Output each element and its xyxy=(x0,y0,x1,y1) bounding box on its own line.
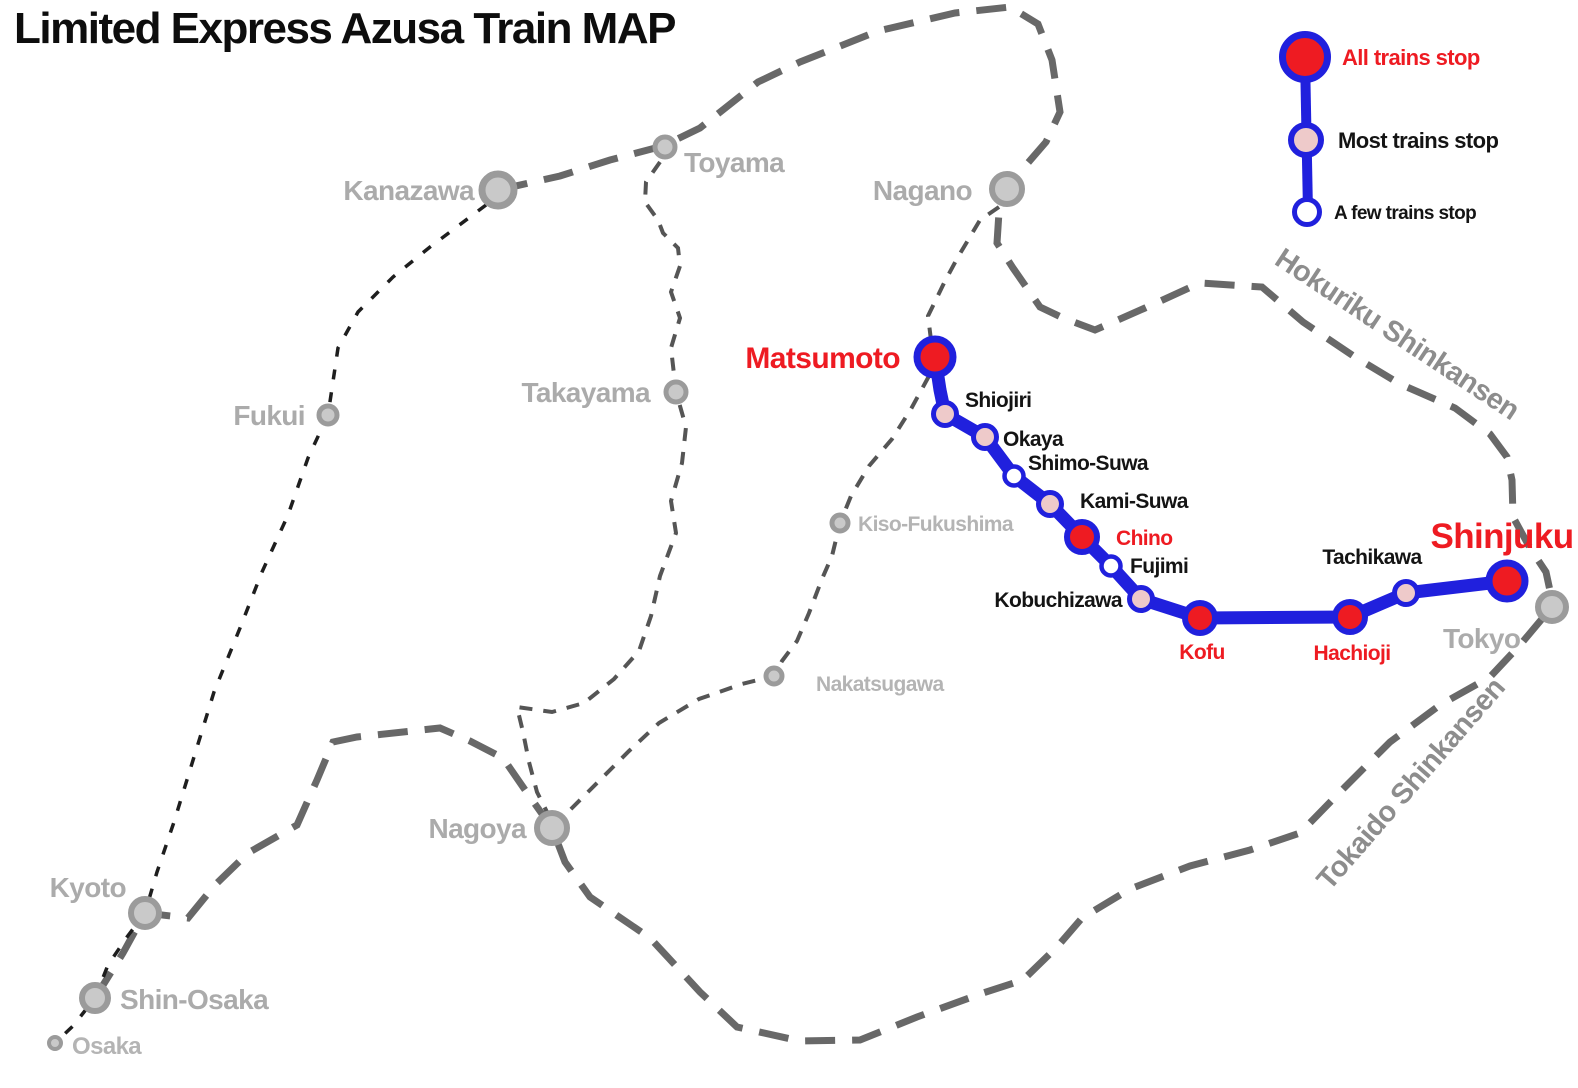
station-kobuchizawa xyxy=(1127,585,1155,613)
label-kyoto: Kyoto xyxy=(50,872,127,903)
label-kami-suwa: Kami-Suwa xyxy=(1080,490,1189,513)
city-fukui xyxy=(316,403,340,427)
label-takayama: Takayama xyxy=(521,377,651,408)
label-toyama: Toyama xyxy=(684,147,785,178)
city-kanazawa xyxy=(478,170,518,210)
legend-few-trains-label: A few trains stop xyxy=(1334,203,1476,224)
label-chino: Chino xyxy=(1116,527,1172,550)
label-kofu: Kofu xyxy=(1179,641,1224,664)
station-chino xyxy=(1064,519,1100,555)
label-kanazawa: Kanazawa xyxy=(343,175,475,206)
city-osaka xyxy=(47,1035,63,1051)
station-shimo-suwa xyxy=(1002,464,1026,488)
city-kyoto xyxy=(128,896,162,930)
legend-most-trains-icon xyxy=(1288,122,1324,158)
line-chuo-west xyxy=(565,375,931,815)
label-nagoya: Nagoya xyxy=(428,813,527,844)
label-kobuchizawa: Kobuchizawa xyxy=(994,589,1123,612)
label-tokaido-shinkansen: Tokaido Shinkansen xyxy=(1311,672,1512,896)
city-tokyo xyxy=(1535,590,1569,624)
label-nagano: Nagano xyxy=(873,175,973,206)
city-shin-osaka xyxy=(79,982,111,1014)
city-kiso-fukushima xyxy=(829,512,851,534)
city-toyama xyxy=(652,134,678,160)
station-shinjuku xyxy=(1485,559,1529,603)
label-shiojiri: Shiojiri xyxy=(965,389,1031,412)
label-matsumoto: Matsumoto xyxy=(745,342,900,375)
label-fujimi: Fujimi xyxy=(1130,555,1188,578)
label-osaka: Osaka xyxy=(72,1033,142,1060)
label-shimo-suwa: Shimo-Suwa xyxy=(1028,452,1149,475)
city-nagano xyxy=(989,171,1025,207)
label-shin-osaka: Shin-Osaka xyxy=(120,984,269,1015)
legend: All trains stop Most trains stop A few t… xyxy=(1279,31,1499,227)
page-title: Limited Express Azusa Train MAP xyxy=(14,4,676,53)
legend-all-trains-label: All trains stop xyxy=(1342,45,1480,70)
station-matsumoto xyxy=(913,335,957,379)
station-fujimi xyxy=(1099,554,1123,578)
label-hokuriku-shinkansen: Hokuriku Shinkansen xyxy=(1269,242,1524,426)
line-hokuriku-shinkansen xyxy=(497,3,1556,601)
line-shinonoi xyxy=(925,205,1001,356)
city-nagoya xyxy=(534,810,570,846)
station-tachikawa xyxy=(1392,579,1420,607)
label-tokyo: Tokyo xyxy=(1443,623,1521,654)
city-takayama xyxy=(663,379,689,405)
legend-few-trains-icon xyxy=(1292,197,1322,227)
label-okaya: Okaya xyxy=(1003,428,1064,451)
label-kiso-fukushima: Kiso-Fukushima xyxy=(858,513,1014,536)
legend-all-trains-icon xyxy=(1279,31,1331,83)
line-hokuriku-conventional xyxy=(53,203,488,1045)
station-okaya xyxy=(971,423,999,451)
line-takayama xyxy=(514,160,689,817)
legend-most-trains-label: Most trains stop xyxy=(1338,128,1498,153)
station-hachioji xyxy=(1332,599,1368,635)
station-shiojiri xyxy=(931,400,959,428)
label-fukui: Fukui xyxy=(233,400,305,431)
label-tachikawa: Tachikawa xyxy=(1322,546,1422,569)
label-hachioji: Hachioji xyxy=(1314,642,1391,665)
city-nakatsugawa xyxy=(763,665,785,687)
label-shinjuku: Shinjuku xyxy=(1431,517,1574,556)
label-nakatsugawa: Nakatsugawa xyxy=(816,673,945,696)
station-kami-suwa xyxy=(1036,490,1064,518)
station-kofu xyxy=(1182,600,1218,636)
line-tokaido-shinkansen xyxy=(92,604,1555,1045)
